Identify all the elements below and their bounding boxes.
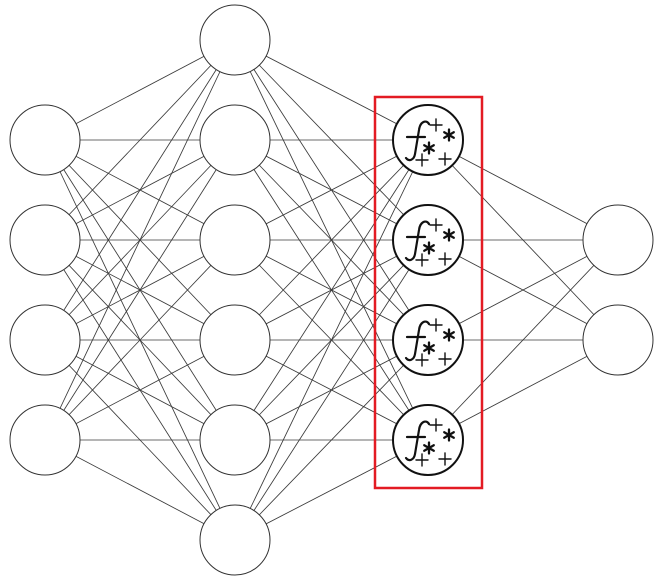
neuron-circle <box>392 404 464 476</box>
output-layer-neuron-1 <box>582 204 654 276</box>
connection-hidden-layer-1-4-to-0 <box>234 139 429 441</box>
hidden-layer-1-neuron-2 <box>199 104 271 176</box>
connection-input-layer-3-to-5 <box>44 439 236 541</box>
neuron-circle <box>392 304 464 376</box>
connection-hidden-layer-1-5-to-2 <box>234 339 429 541</box>
neuron-circle <box>9 204 81 276</box>
neuron-circle <box>199 4 271 76</box>
neuron-circle <box>199 504 271 576</box>
function-with-operators-icon <box>404 218 455 267</box>
input-layer-neuron-2 <box>9 204 81 276</box>
connection-input-layer-3-to-2 <box>44 239 236 441</box>
connections <box>44 39 619 541</box>
neurons <box>9 4 654 576</box>
hidden-layer-2-neuron-2 <box>392 204 464 276</box>
neuron-circle <box>9 404 81 476</box>
neuron-circle <box>199 104 271 176</box>
neuron-circle <box>199 304 271 376</box>
function-with-operators-icon <box>404 318 455 367</box>
connection-hidden-layer-1-2-to-0 <box>234 139 429 241</box>
hidden-layer-1-neuron-1 <box>199 4 271 76</box>
neuron-circle <box>392 104 464 176</box>
connection-input-layer-1-to-0 <box>44 39 236 241</box>
hidden-layer-1-neuron-3 <box>199 204 271 276</box>
neuron-circle <box>199 404 271 476</box>
input-layer-neuron-4 <box>9 404 81 476</box>
input-layer-neuron-3 <box>9 304 81 376</box>
hidden-layer-1-neuron-4 <box>199 304 271 376</box>
hidden-layer-2-neuron-1 <box>392 104 464 176</box>
neuron-circle <box>199 204 271 276</box>
highlight-box <box>373 95 484 490</box>
neuron-circle <box>582 304 654 376</box>
connection-input-layer-3-to-1 <box>44 139 236 441</box>
output-layer-neuron-2 <box>582 304 654 376</box>
function-with-operators-icon <box>404 118 455 167</box>
neuron-circle <box>392 204 464 276</box>
input-layer-neuron-1 <box>9 104 81 176</box>
connection-hidden-layer-1-3-to-0 <box>234 139 429 341</box>
neuron-circle <box>9 104 81 176</box>
connection-input-layer-3-to-3 <box>44 339 236 441</box>
connection-input-layer-0-to-0 <box>44 39 236 141</box>
connection-hidden-layer-1-0-to-0 <box>234 39 429 141</box>
hidden-layer-2-neuron-3 <box>392 304 464 376</box>
connection-input-layer-3-to-0 <box>44 39 236 441</box>
hidden-layer-2-neuron-4 <box>392 404 464 476</box>
function-with-operators-icon <box>404 418 455 467</box>
connection-hidden-layer-1-5-to-1 <box>234 239 429 541</box>
neuron-circle <box>582 204 654 276</box>
hidden-layer-1-neuron-6 <box>199 504 271 576</box>
connection-hidden-layer-1-5-to-0 <box>234 139 429 541</box>
hidden-layer-1-neuron-5 <box>199 404 271 476</box>
connection-hidden-layer-1-5-to-3 <box>234 439 429 541</box>
neuron-circle <box>9 304 81 376</box>
connection-input-layer-2-to-0 <box>44 39 236 341</box>
connection-hidden-layer-2-3-to-0 <box>427 239 619 441</box>
